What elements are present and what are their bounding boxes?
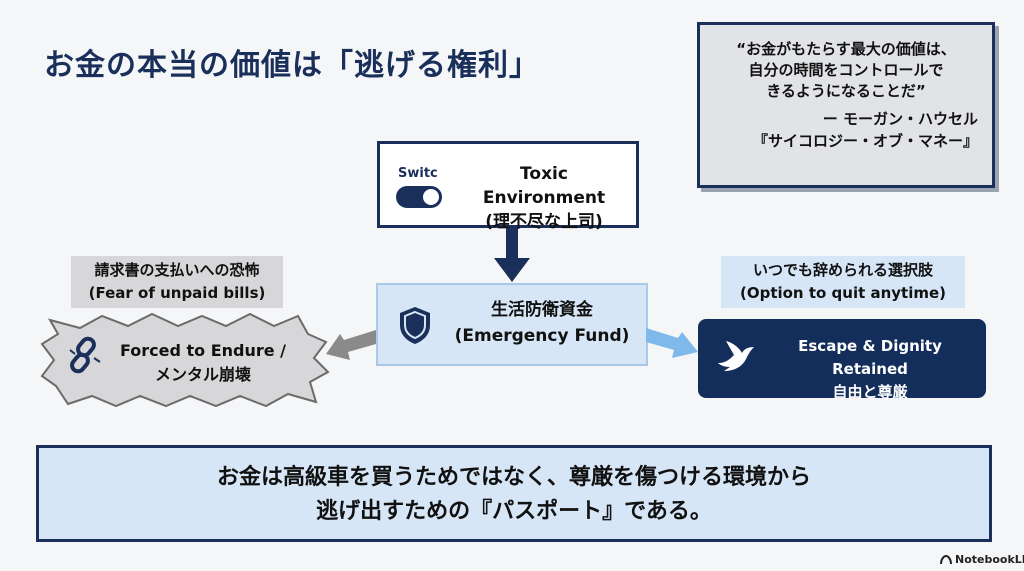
quote-line: 自分の時間をコントロールで [748, 61, 944, 79]
quote-line: “お金がもたらす最大の価値は、 [736, 40, 956, 58]
emergency-fund-box: 生活防衛資金 (Emergency Fund) [376, 283, 648, 366]
emergency-fund-text: 生活防衛資金 (Emergency Fund) [444, 297, 640, 349]
conclusion-line-1: お金は高級車を買うためではなく、尊厳を傷つける環境から [216, 465, 811, 490]
toxic-environment-box: Switc Toxic Environment (理不尽な上司) [377, 141, 639, 232]
escape-line-2: 自由と尊厳 [832, 383, 908, 401]
forced-endure-text: Forced to Endure / メンタル崩壊 [108, 339, 298, 387]
option-label: いつでも辞められる選択肢 (Option to quit anytime) [721, 256, 965, 308]
option-label-en: (Option to quit anytime) [739, 284, 947, 302]
notebooklm-logo-icon [940, 555, 952, 565]
quote-box: “お金がもたらす最大の価値は、 自分の時間をコントロールで きるようになることだ… [697, 22, 995, 188]
escape-line-1: Escape & Dignity Retained [798, 337, 942, 378]
right-arrow-icon [646, 328, 698, 358]
burst-shape [40, 312, 330, 408]
quote-book: 『サイコロジー・オブ・マネー』 [752, 132, 978, 150]
left-arrow-icon [326, 330, 376, 360]
toxic-environment-text: Toxic Environment (理不尽な上司) [456, 162, 632, 234]
brand-label: NotebookLM [940, 553, 1024, 566]
dove-icon [718, 341, 754, 371]
option-label-jp: いつでも辞められる選択肢 [752, 261, 933, 279]
fund-line-1: 生活防衛資金 [491, 300, 593, 320]
fear-label-jp: 請求書の支払いへの恐怖 [94, 261, 260, 279]
down-arrow-icon [494, 228, 530, 282]
conclusion-box: お金は高級車を買うためではなく、尊厳を傷つける環境から 逃げ出すための『パスポー… [36, 445, 992, 542]
escape-box: Escape & Dignity Retained 自由と尊厳 [698, 319, 986, 401]
toxic-line-2: (理不尽な上司) [485, 212, 603, 232]
toxic-line-1: Toxic Environment [482, 164, 606, 208]
escape-text: Escape & Dignity Retained 自由と尊厳 [762, 335, 978, 404]
quote-line: きるようになることだ” [766, 82, 926, 100]
endure-line-1: Forced to Endure / [119, 341, 287, 360]
page-title: お金の本当の価値は「逃げる権利」 [44, 48, 540, 83]
quote-author: ー モーガン・ハウセル [822, 110, 978, 128]
broken-chain-icon [69, 336, 101, 374]
endure-line-2: メンタル崩壊 [154, 365, 251, 384]
brand-text: NotebookLM [955, 553, 1024, 566]
fear-label: 請求書の支払いへの恐怖 (Fear of unpaid bills) [71, 256, 283, 308]
shield-icon [400, 307, 430, 344]
fear-label-en: (Fear of unpaid bills) [88, 284, 266, 302]
toggle-switch-icon [396, 186, 442, 208]
conclusion-line-2: 逃げ出すための『パスポート』である。 [316, 499, 712, 524]
fund-line-2: (Emergency Fund) [454, 326, 630, 346]
switch-label: Switc [398, 166, 438, 181]
